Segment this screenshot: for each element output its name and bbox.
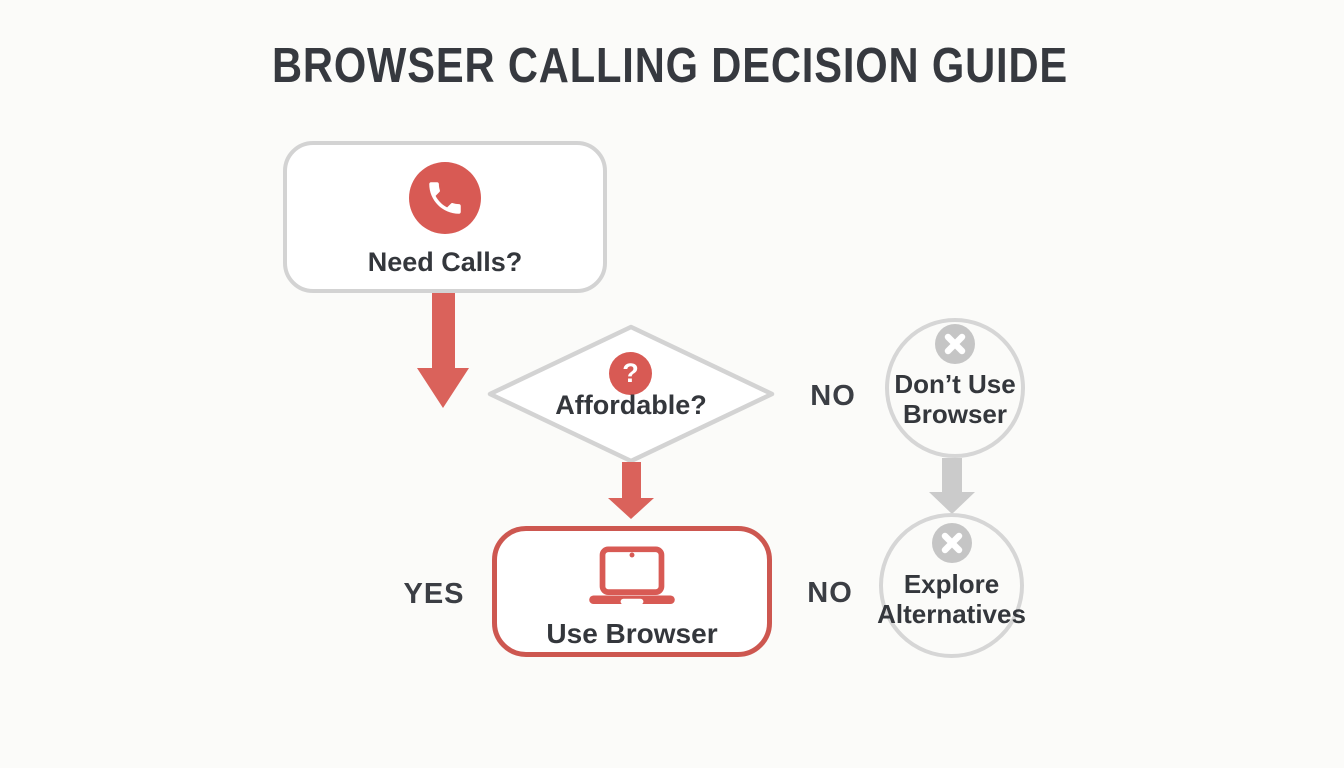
- edge-dont-use-to-explore-arrow: [929, 458, 975, 515]
- arrow-shaft: [432, 293, 455, 371]
- use-browser-label: Use Browser: [546, 618, 718, 649]
- need-calls-label: Need Calls?: [367, 247, 523, 277]
- x-icon: [931, 523, 972, 563]
- node-affordable: ? Affordable?: [486, 323, 776, 465]
- node-use-browser: Use Browser: [492, 526, 772, 657]
- explore-label-line2: Alternatives: [877, 599, 1026, 629]
- explore-label-line1: Explore: [903, 569, 1000, 599]
- edge-need-to-affordable-arrow: [417, 293, 469, 408]
- arrow-head: [417, 368, 469, 408]
- affordable-label: Affordable?: [555, 390, 707, 420]
- arrow-head: [929, 492, 975, 514]
- edge-label-no-top: NO: [810, 380, 856, 412]
- edge-affordable-to-use-browser-arrow: [608, 462, 655, 519]
- x-icon: [935, 324, 975, 364]
- node-explore-alternatives: Explore Alternatives: [877, 513, 1026, 658]
- edge-label-no-bottom: NO: [807, 577, 853, 609]
- arrow-shaft: [942, 458, 962, 494]
- page-title: BROWSER CALLING DECISION GUIDE: [271, 39, 1069, 93]
- question-glyph: ?: [622, 358, 639, 388]
- laptop-icon: [586, 546, 678, 609]
- arrow-shaft: [622, 462, 641, 500]
- dont-use-label-line1: Don’t Use: [894, 369, 1016, 399]
- arrow-head: [608, 498, 654, 519]
- phone-icon: [409, 162, 481, 234]
- node-need-calls: Need Calls?: [283, 141, 607, 293]
- edge-label-yes: YES: [403, 578, 465, 610]
- question-icon: ?: [609, 352, 652, 395]
- node-dont-use-browser: Don’t Use Browser: [885, 318, 1025, 458]
- dont-use-label-line2: Browser: [902, 399, 1008, 429]
